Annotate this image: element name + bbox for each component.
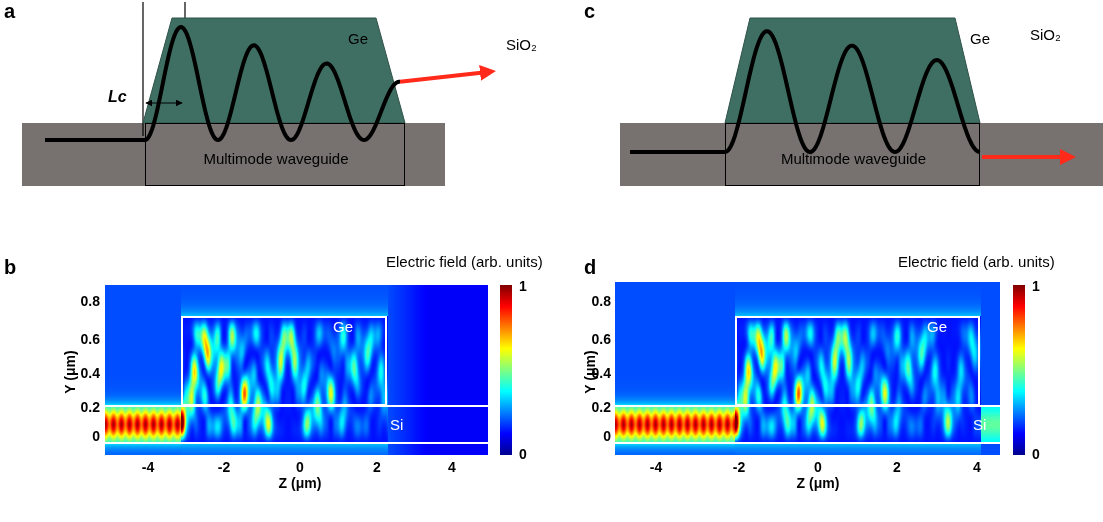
axis-tick: 0 bbox=[92, 428, 100, 444]
output-arrow bbox=[982, 155, 1068, 159]
colorbar-tick: 0 bbox=[519, 446, 527, 462]
field-map bbox=[105, 285, 488, 455]
node-label: Ge bbox=[927, 318, 947, 335]
marker-line bbox=[142, 2, 143, 136]
colorbar-title: Electric field (arb. units) bbox=[898, 253, 1055, 270]
trapezoid-shape bbox=[725, 18, 980, 123]
colorbar-tick: 0 bbox=[1032, 446, 1040, 462]
ge-body bbox=[725, 18, 980, 123]
axis-tick: 2 bbox=[893, 459, 901, 475]
axis-tick: 4 bbox=[448, 459, 456, 475]
substrate-band bbox=[22, 123, 445, 186]
axis-tick: 0.2 bbox=[81, 399, 100, 415]
si-region: Si bbox=[615, 405, 1000, 444]
axis-tick: 0.6 bbox=[81, 331, 100, 347]
node-label: Multimode waveguide bbox=[781, 150, 926, 167]
colorbar-title: Electric field (arb. units) bbox=[386, 253, 543, 270]
ge-body bbox=[143, 18, 405, 123]
colorbar bbox=[500, 285, 512, 455]
ge-absorber: Ge bbox=[143, 18, 405, 123]
axis-tick: 0 bbox=[296, 459, 304, 475]
node-label: Multimode waveguide bbox=[203, 150, 348, 167]
substrate-band bbox=[620, 123, 1103, 186]
axis-tick: 0.8 bbox=[592, 293, 611, 309]
panel-letter: a bbox=[4, 0, 15, 23]
colorbar bbox=[1013, 285, 1025, 455]
material-label: SiO₂ bbox=[506, 36, 537, 53]
axis-tick: 0.2 bbox=[592, 399, 611, 415]
node-label: Ge bbox=[970, 30, 990, 47]
ge-region: Ge bbox=[735, 316, 980, 406]
output-arrow bbox=[400, 72, 488, 82]
axis-tick: 0.6 bbox=[592, 331, 611, 347]
waveguide-box: Multimode waveguide bbox=[725, 123, 980, 186]
light-path bbox=[630, 31, 980, 152]
axis-tick: -4 bbox=[650, 459, 662, 475]
node-label: Si bbox=[390, 416, 403, 433]
axis-tick: 4 bbox=[973, 459, 981, 475]
axis-tick: -4 bbox=[142, 459, 154, 475]
axis-title: Z (μm) bbox=[279, 475, 322, 491]
axis-tick: 0.4 bbox=[592, 365, 611, 381]
axis-tick: 2 bbox=[373, 459, 381, 475]
colorbar-tick: 1 bbox=[519, 278, 527, 294]
axis-tick: -2 bbox=[218, 459, 230, 475]
length-label: Lc bbox=[108, 88, 127, 106]
axis-tick: 0.8 bbox=[81, 293, 100, 309]
waveguide-box: Multimode waveguide bbox=[145, 123, 405, 186]
panel-letter: b bbox=[4, 256, 16, 279]
colorbar-tick: 1 bbox=[1032, 278, 1040, 294]
panel-letter: c bbox=[584, 0, 595, 23]
panel-letter: d bbox=[584, 256, 596, 279]
axis-tick: 0 bbox=[814, 459, 822, 475]
axis-tick: 0 bbox=[603, 428, 611, 444]
field-map bbox=[615, 282, 1000, 455]
axis-tick: -2 bbox=[733, 459, 745, 475]
axis-tick: 0.4 bbox=[81, 365, 100, 381]
length-arrow bbox=[146, 102, 182, 103]
node-label: Si bbox=[973, 416, 986, 433]
ge-region: Ge bbox=[181, 316, 387, 406]
node-label: Ge bbox=[348, 30, 368, 47]
material-label: SiO₂ bbox=[1030, 26, 1061, 43]
axis-title: Z (μm) bbox=[797, 475, 840, 491]
si-region: Si bbox=[105, 405, 488, 444]
ge-absorber: Ge bbox=[725, 18, 980, 123]
light-path bbox=[45, 27, 400, 140]
node-label: Ge bbox=[333, 318, 353, 335]
axis-title: Y (μm) bbox=[62, 350, 78, 393]
